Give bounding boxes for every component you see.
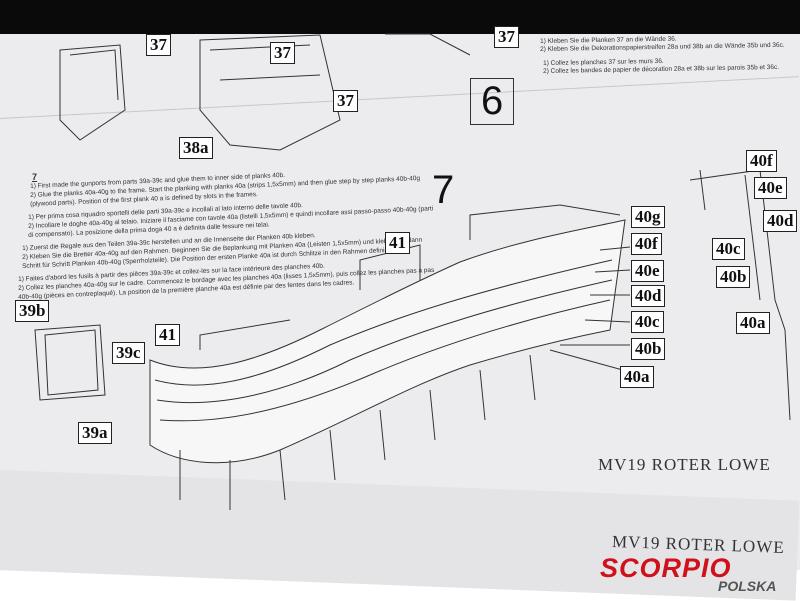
part-label-40f: 40f <box>631 233 662 255</box>
part-label-37: 37 <box>333 90 358 112</box>
part-label-40a: 40a <box>620 366 654 388</box>
part-label-40c: 40c <box>631 311 664 333</box>
part-label-40e: 40e <box>631 260 664 282</box>
part-label-39b: 39b <box>15 300 50 322</box>
part-label-40d: 40d <box>631 285 666 307</box>
detail-label-40c: 40c <box>712 238 745 260</box>
part-label-38a: 38a <box>179 137 213 159</box>
detail-label-40f: 40f <box>746 150 777 172</box>
kit-title: MV19 ROTER LOWE <box>598 455 771 474</box>
detail-label-40d: 40d <box>763 210 798 232</box>
scorpio-logo: SCORPIO <box>600 553 732 583</box>
part-label-41: 41 <box>155 324 180 346</box>
part-label-40b: 40b <box>631 338 666 360</box>
step-heading: 7 <box>32 172 38 182</box>
step-number-6: 6 <box>470 78 515 125</box>
part-label-37: 37 <box>270 42 295 64</box>
part-label-39a: 39a <box>78 422 112 444</box>
scorpio-logo-subtitle: POLSKA <box>718 578 777 594</box>
step-number-7: 7 <box>432 168 455 212</box>
detail-label-40e: 40e <box>754 177 787 199</box>
part-label-37: 37 <box>494 26 519 48</box>
part-label-37: 37 <box>146 34 171 56</box>
dark-background <box>0 0 800 34</box>
detail-label-40a: 40a <box>736 312 770 334</box>
part-label-40g: 40g <box>631 206 665 228</box>
detail-label-40b: 40b <box>716 266 751 288</box>
part-label-41: 41 <box>385 232 410 254</box>
part-label-39c: 39c <box>112 342 145 364</box>
